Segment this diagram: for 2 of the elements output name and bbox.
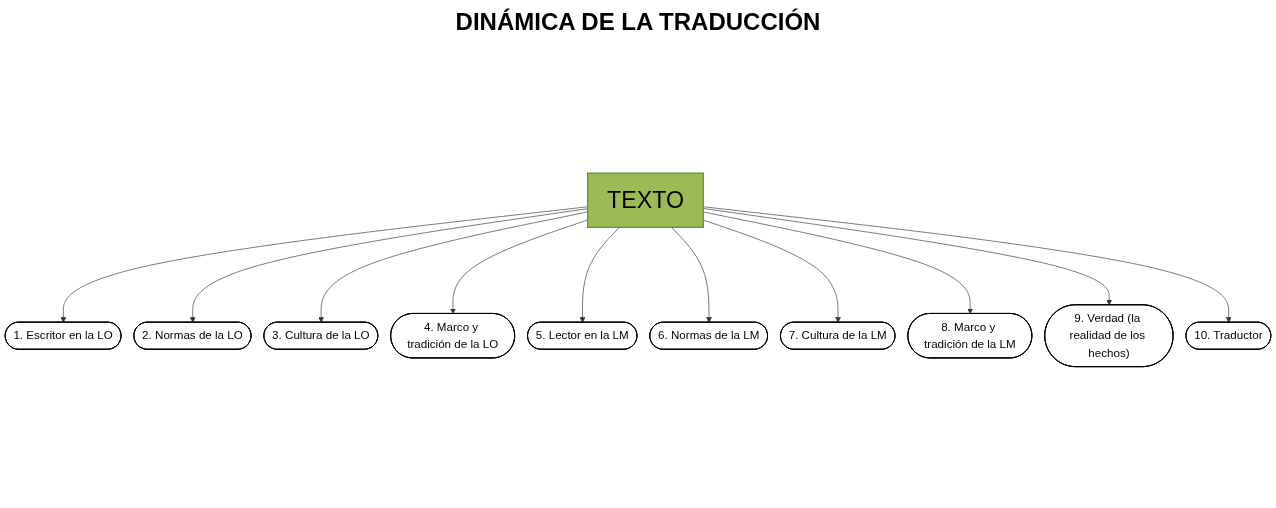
diagram-title: DINÁMICA DE LA TRADUCCIÓN [454,8,822,36]
node-box: TEXTO [587,172,704,229]
